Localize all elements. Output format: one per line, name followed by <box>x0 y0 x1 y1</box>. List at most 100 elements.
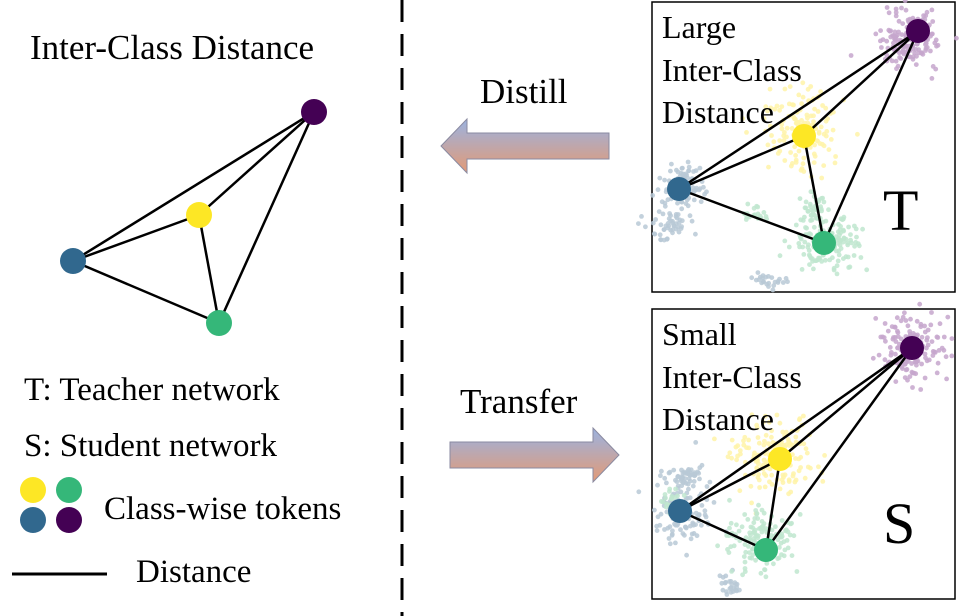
cluster-point-blue <box>722 580 728 586</box>
cluster-point-purple <box>892 29 898 35</box>
legend-dot-yellow <box>20 477 46 503</box>
cluster-point-green <box>779 518 785 523</box>
cluster-point-blue <box>686 486 691 492</box>
student-caption-line: Small <box>662 316 737 352</box>
cluster-point-green <box>788 521 793 527</box>
cluster-point-green <box>734 522 739 528</box>
cluster-point-purple <box>922 323 927 329</box>
cluster-point-purple <box>900 21 906 26</box>
cluster-point-blue <box>691 479 697 484</box>
cluster-point-yellow <box>812 142 817 148</box>
cluster-point-green <box>831 265 837 271</box>
cluster-point-green <box>834 271 840 277</box>
cluster-point-purple <box>894 315 900 321</box>
left-token-green <box>206 310 232 336</box>
cluster-point-blue <box>664 236 670 242</box>
cluster-point-green <box>681 493 687 498</box>
cluster-point-yellow <box>799 101 804 107</box>
cluster-point-purple <box>928 48 933 54</box>
cluster-point-purple <box>848 53 854 58</box>
cluster-point-yellow <box>735 453 740 459</box>
cluster-point-blue <box>720 574 726 580</box>
cluster-point-yellow <box>763 432 769 438</box>
cluster-point-green <box>802 239 808 245</box>
cluster-point-blue <box>689 218 695 224</box>
t-edge-green-purple <box>822 30 920 244</box>
cluster-point-purple <box>914 41 920 47</box>
cluster-point-purple <box>929 76 935 81</box>
legend-dot-blue <box>20 507 46 533</box>
cluster-point-blue <box>667 211 672 216</box>
cluster-point-purple <box>917 301 923 307</box>
cluster-point-purple <box>886 10 892 16</box>
cluster-point-yellow <box>820 479 826 484</box>
cluster-point-yellow <box>821 143 827 149</box>
cluster-point-purple <box>930 353 936 358</box>
cluster-point-yellow <box>786 477 792 483</box>
cluster-point-purple <box>903 318 909 323</box>
cluster-point-yellow <box>771 139 777 145</box>
cluster-point-purple <box>876 352 882 358</box>
cluster-point-blue <box>671 467 677 473</box>
cluster-point-yellow <box>763 413 768 419</box>
cluster-point-blue <box>666 536 672 541</box>
teacher-caption-line: Large <box>662 9 737 45</box>
cluster-point-purple <box>905 323 911 329</box>
cluster-point-blue <box>651 231 657 237</box>
cluster-point-yellow <box>818 124 824 130</box>
cluster-point-purple <box>910 15 916 21</box>
cluster-point-blue <box>652 507 657 513</box>
cluster-point-yellow <box>800 80 806 86</box>
cluster-point-green <box>806 248 812 253</box>
cluster-point-blue <box>643 224 648 230</box>
cluster-point-green <box>798 236 804 242</box>
cluster-point-yellow <box>812 106 817 112</box>
cluster-point-green <box>663 495 668 501</box>
cluster-point-green <box>852 243 857 249</box>
cluster-point-green <box>819 196 824 201</box>
cluster-point-blue <box>669 532 675 538</box>
cluster-point-blue <box>679 166 685 171</box>
cluster-point-yellow <box>777 107 782 113</box>
cluster-point-blue <box>764 281 770 287</box>
cluster-point-blue <box>653 217 658 222</box>
cluster-point-blue <box>690 185 696 191</box>
cluster-point-blue <box>667 524 673 530</box>
cluster-point-blue <box>699 503 705 508</box>
t-token-purple <box>906 19 930 43</box>
cluster-point-green <box>797 512 803 517</box>
cluster-point-purple <box>915 358 921 364</box>
cluster-point-blue <box>676 220 682 226</box>
cluster-point-blue <box>756 277 762 283</box>
cluster-point-blue <box>693 440 699 445</box>
cluster-point-purple <box>932 349 937 355</box>
cluster-point-blue <box>662 475 668 481</box>
cluster-point-purple <box>903 367 909 373</box>
cluster-point-green <box>846 224 851 230</box>
cluster-point-yellow <box>744 445 749 450</box>
diagram-title: Inter-Class Distance <box>30 28 315 67</box>
cluster-point-blue <box>673 212 679 217</box>
cluster-point-blue <box>636 221 641 227</box>
student-caption-line: Inter-Class <box>662 358 802 395</box>
cluster-point-green <box>747 550 752 555</box>
cluster-point-blue <box>698 199 704 205</box>
cluster-point-blue <box>682 532 687 538</box>
cluster-point-yellow <box>712 436 717 442</box>
cluster-point-blue <box>659 468 664 474</box>
cluster-point-blue <box>667 541 673 547</box>
cluster-point-blue <box>694 533 700 539</box>
s-token-yellow <box>768 447 792 471</box>
cluster-point-blue <box>679 206 685 212</box>
cluster-point-purple <box>893 339 899 344</box>
s-edge-yellow-green <box>764 458 782 551</box>
t-edge-blue-yellow <box>678 134 805 191</box>
cluster-point-purple <box>949 336 955 341</box>
cluster-point-purple <box>935 360 941 366</box>
cluster-point-blue <box>769 275 775 280</box>
cluster-point-blue <box>685 203 691 209</box>
cluster-point-yellow <box>787 84 793 89</box>
cluster-point-green <box>769 527 775 533</box>
cluster-point-purple <box>923 45 929 51</box>
student-caption-line: Distance <box>662 401 774 438</box>
